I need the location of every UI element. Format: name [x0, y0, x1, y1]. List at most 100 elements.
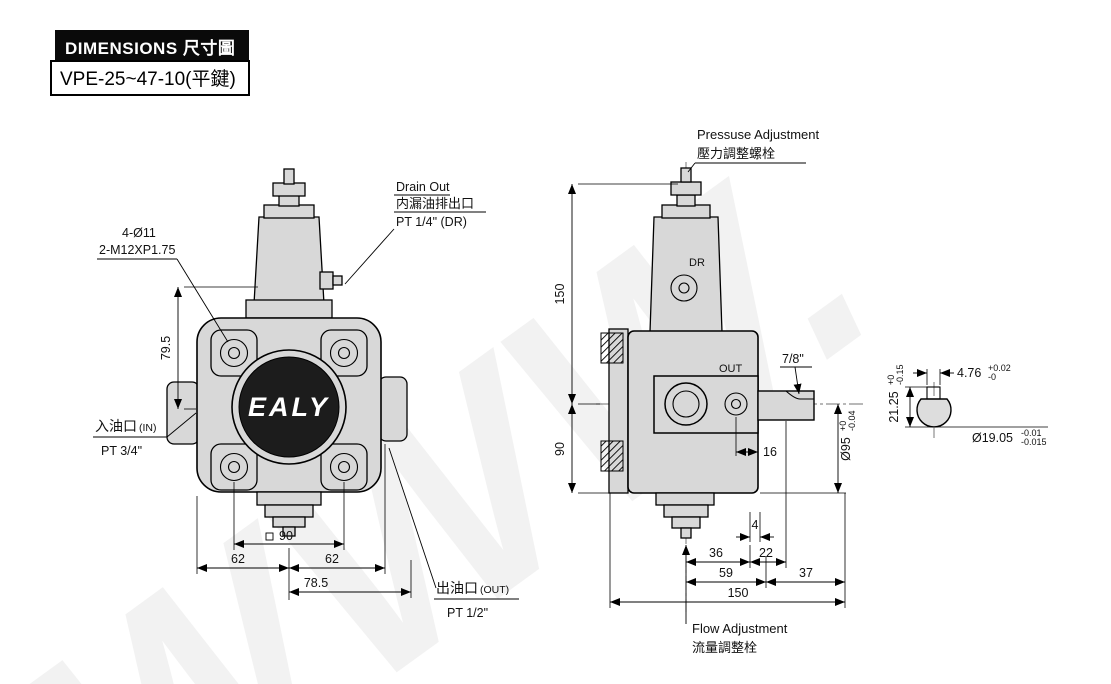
front-dim-62-62: 62 62	[196, 444, 386, 600]
bolt-hole-center	[227, 346, 241, 360]
front-view: EALY 79.5 4-Ø11 2-M12XP1.75	[93, 168, 519, 620]
front-top-screw-tip	[283, 168, 295, 185]
dim-22-text: 22	[759, 546, 773, 560]
dim-19-05-main: Ø19.05	[972, 431, 1013, 445]
front-drain-callout: Drain Out 内漏油排出口 PT 1/4" (DR)	[344, 180, 486, 285]
dim-59-text: 59	[719, 566, 733, 580]
dim-21-25-tol-bot: -0.15	[895, 364, 905, 385]
inlet-en: (IN)	[139, 422, 157, 434]
front-outlet-callout: 出油口 (OUT) PT 1/2"	[388, 447, 519, 620]
front-outlet-flange	[378, 376, 408, 442]
front-top-locknut	[272, 182, 306, 197]
side-dim-16: 16	[735, 417, 777, 459]
dim-90v-text: 90	[553, 442, 567, 456]
front-dim-square-90: 90	[233, 482, 345, 550]
front-drain-port	[319, 271, 334, 290]
dim-4-76-tol-top: +0.02	[988, 363, 1011, 373]
key-size-text: 7/8"	[782, 352, 804, 366]
dim-78-5-text: 78.5	[304, 576, 328, 590]
square-symbol	[265, 532, 274, 541]
model-label-text: VPE-25~47-10(平鍵)	[60, 69, 236, 90]
flange-hatch-top	[600, 332, 624, 364]
flow-adjustment-zh: 流量調整栓	[692, 640, 757, 655]
dr-port-label: DR	[689, 257, 705, 269]
side-top-stem	[676, 194, 696, 207]
key-seat-profile	[785, 390, 814, 400]
front-bottom-shoulder	[256, 491, 322, 506]
dimensions-title-text: DIMENSIONS 尺寸圖	[65, 39, 236, 58]
drain-out-pt: PT 1/4" (DR)	[396, 215, 467, 229]
side-bottom-block	[663, 504, 709, 518]
dim-d95-tol-bot: -0.04	[847, 410, 857, 431]
side-dim-36-22: 36 22	[686, 421, 787, 568]
side-top-collar	[661, 204, 711, 219]
out-port-label: OUT	[719, 363, 743, 375]
pressure-adjustment-callout: Pressuse Adjustment 壓力調整螺栓	[687, 127, 820, 173]
side-pump-body	[600, 167, 815, 539]
dim-150v-text: 150	[553, 284, 567, 305]
side-dim-d95: Ø95 +0 -0.04	[760, 404, 857, 494]
dim-4-76-tol-bot: -0	[988, 372, 996, 382]
shaft-cross-section	[916, 398, 952, 428]
dim-21-25-main: 21.25	[887, 391, 901, 422]
dim-90-text: 90	[279, 529, 293, 543]
bolt-hole	[329, 338, 359, 368]
side-dim-90v: 90	[553, 404, 626, 494]
front-inlet-callout: 入油口 (IN) PT 3/4"	[93, 412, 197, 458]
bolt-hole-center	[227, 460, 241, 474]
dim-37-text: 37	[799, 566, 813, 580]
flow-adjustment-en: Flow Adjustment	[692, 621, 788, 636]
inlet-zh: 入油口	[95, 418, 137, 434]
side-top-tower	[649, 216, 723, 333]
side-bottom-shoulder	[655, 492, 715, 506]
front-bottom-locknut	[272, 516, 306, 528]
model-label: VPE-25~47-10(平鍵)	[50, 60, 250, 96]
front-top-collar	[263, 204, 315, 219]
side-dim-59-37: 59 37	[686, 493, 846, 608]
bolt-hole-center	[337, 346, 351, 360]
side-view: DR OUT Pressuse Adjustment 壓力調整螺栓 Flow A…	[553, 127, 866, 655]
gauge-port-center	[730, 398, 742, 410]
front-dim-78-5: 78.5	[289, 560, 412, 598]
side-dim-4: 4	[736, 512, 774, 542]
flow-screw-tip	[680, 527, 692, 539]
outlet-zh: 出油口	[436, 580, 478, 596]
front-bottom-block	[264, 504, 314, 518]
drain-out-en: Drain Out	[396, 180, 450, 194]
bolt-hole	[329, 452, 359, 482]
shaft-detail: 21.25 +0 -0.15 4.76 +0.02 -0 Ø19.05 -0.0…	[886, 363, 1048, 447]
detail-dim-19-05: Ø19.05 -0.01 -0.015	[934, 426, 1048, 447]
bolt-spec-line1: 4-Ø11	[122, 226, 156, 240]
dim-4-text: 4	[752, 518, 759, 532]
dim-16-text: 16	[763, 445, 777, 459]
front-corner-pad	[210, 329, 258, 377]
front-pump-body: EALY	[166, 168, 408, 537]
brand-logo: EALY	[248, 392, 330, 422]
front-bolt-spec: 4-Ø11 2-M12XP1.75	[97, 226, 229, 343]
pressure-adjustment-zh: 壓力調整螺栓	[697, 146, 775, 161]
key-profile	[926, 386, 941, 400]
side-dim-150h: 150	[609, 493, 845, 608]
front-bottom-screw-tip	[282, 526, 296, 537]
dim-19-05-tol-bot: -0.015	[1021, 437, 1047, 447]
front-dim-79-5: 79.5	[159, 286, 258, 410]
flange-hatch-bottom	[600, 440, 624, 472]
dimensions-title: DIMENSIONS 尺寸圖	[55, 30, 250, 64]
dim-19-05-tol-top: -0.01	[1021, 428, 1042, 438]
front-corner-pad	[320, 329, 368, 377]
detail-dim-4-76: 4.76 +0.02 -0	[913, 363, 1011, 385]
outlet-pt: PT 1/2"	[447, 606, 488, 620]
bolt-hole	[219, 338, 249, 368]
dr-port-circle	[670, 274, 698, 302]
front-top-shoulder	[245, 299, 333, 319]
front-top-tower	[253, 216, 325, 305]
drive-shaft	[757, 390, 815, 421]
dim-62-right-text: 62	[325, 552, 339, 566]
outlet-en: (OUT)	[480, 584, 509, 596]
flow-adjustment-callout: Flow Adjustment 流量調整栓	[682, 545, 788, 655]
bolt-hole	[219, 452, 249, 482]
detail-dim-21-25: 21.25 +0 -0.15	[886, 364, 934, 428]
dim-79-5-text: 79.5	[159, 336, 173, 360]
